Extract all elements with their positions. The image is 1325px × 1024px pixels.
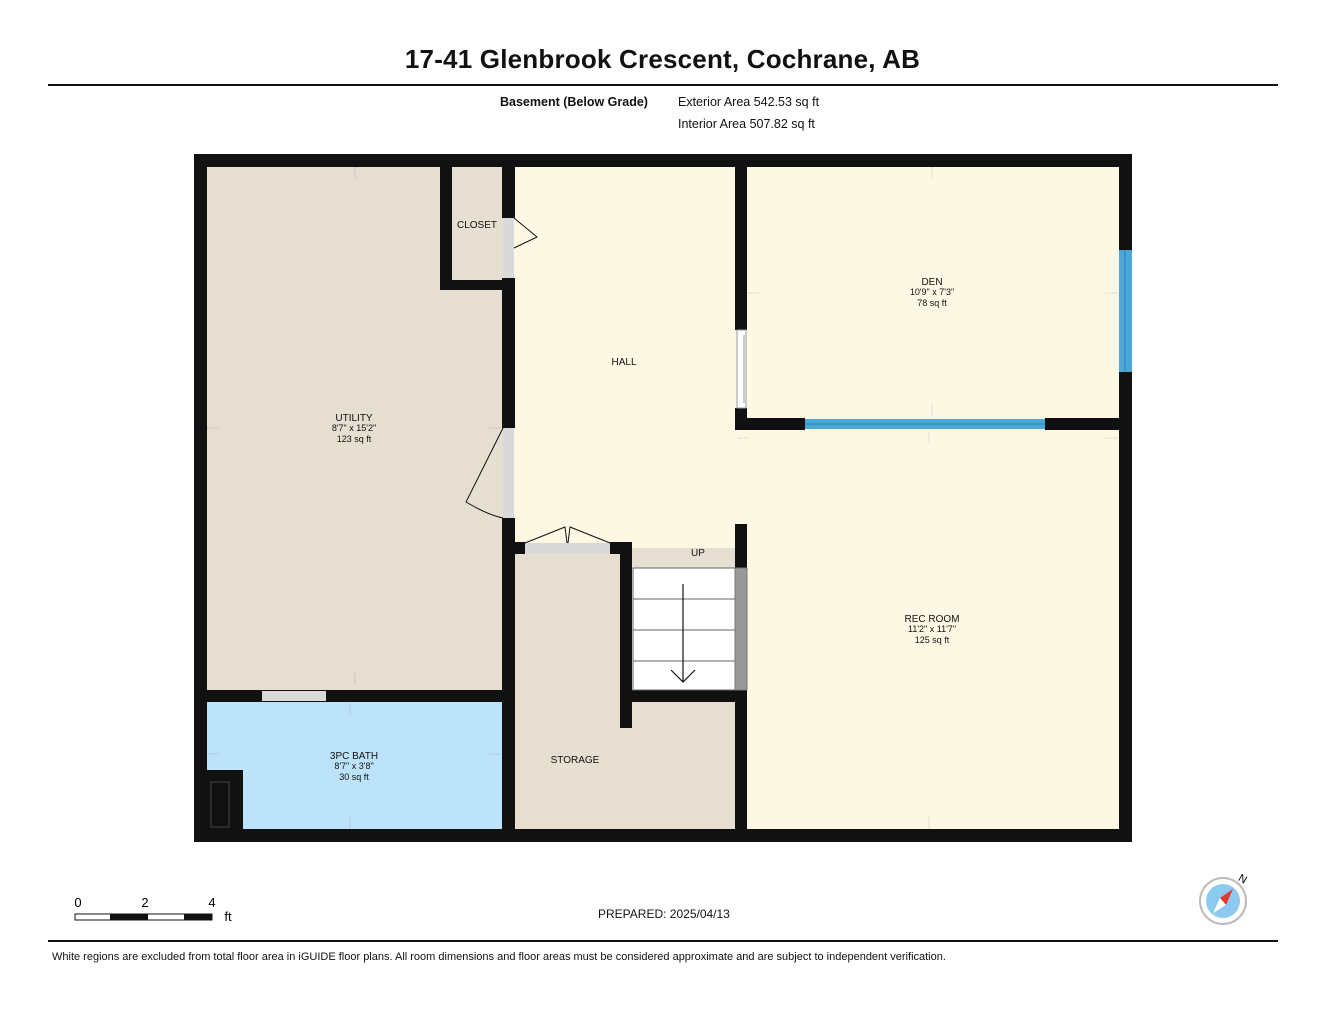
bath-label: 3PC BATH [330, 751, 378, 762]
rec-room-dims: 11'2" x 11'7" [908, 624, 956, 634]
closet-door [503, 218, 514, 278]
scale-bar: 0 2 4 ft [74, 895, 232, 924]
utility-label: UTILITY [335, 413, 373, 424]
level-name: Basement (Below Grade) [500, 95, 648, 109]
den-area: 78 sq ft [917, 298, 947, 308]
utility-area: 123 sq ft [337, 434, 372, 444]
dimension-arrows [206, 166, 1118, 829]
den-dims: 10'9" x 7'3" [910, 287, 954, 297]
den-door [736, 329, 747, 409]
rec-room [741, 424, 1126, 836]
page-title: 17-41 Glenbrook Crescent, Cochrane, AB [404, 44, 921, 74]
den-label: DEN [921, 277, 942, 288]
scale-tick-4: 4 [208, 895, 215, 910]
rec-room-label: REC ROOM [905, 614, 960, 625]
shower-fixture [210, 781, 230, 828]
hall-label: HALL [611, 357, 636, 368]
interior-area: Interior Area 507.82 sq ft [678, 117, 815, 131]
utility-dims: 8'7" x 15'2" [332, 423, 376, 433]
stairs [632, 567, 748, 691]
compass-icon: N [1199, 872, 1249, 925]
den-room [741, 160, 1126, 424]
closet-label: CLOSET [457, 220, 497, 231]
disclaimer: White regions are excluded from total fl… [52, 951, 946, 963]
header-rule [48, 84, 1278, 86]
scale-unit: ft [224, 909, 232, 924]
stairs-up-label: UP [691, 548, 705, 559]
rec-room-area: 125 sq ft [915, 635, 950, 645]
bath-room [200, 697, 506, 836]
storage-label: STORAGE [551, 755, 600, 766]
exterior-area: Exterior Area 542.53 sq ft [678, 95, 820, 109]
bath-area: 30 sq ft [339, 772, 369, 782]
prepared-date: PREPARED: 2025/04/13 [598, 907, 730, 921]
storage-door [525, 543, 610, 553]
bath-dims: 8'7" x 3'8" [334, 761, 373, 771]
scale-tick-0: 0 [74, 895, 81, 910]
footer-rule [48, 940, 1278, 942]
utility-door [503, 428, 514, 518]
scale-tick-2: 2 [141, 895, 148, 910]
closet-room [446, 160, 508, 286]
bath-door [262, 691, 326, 701]
